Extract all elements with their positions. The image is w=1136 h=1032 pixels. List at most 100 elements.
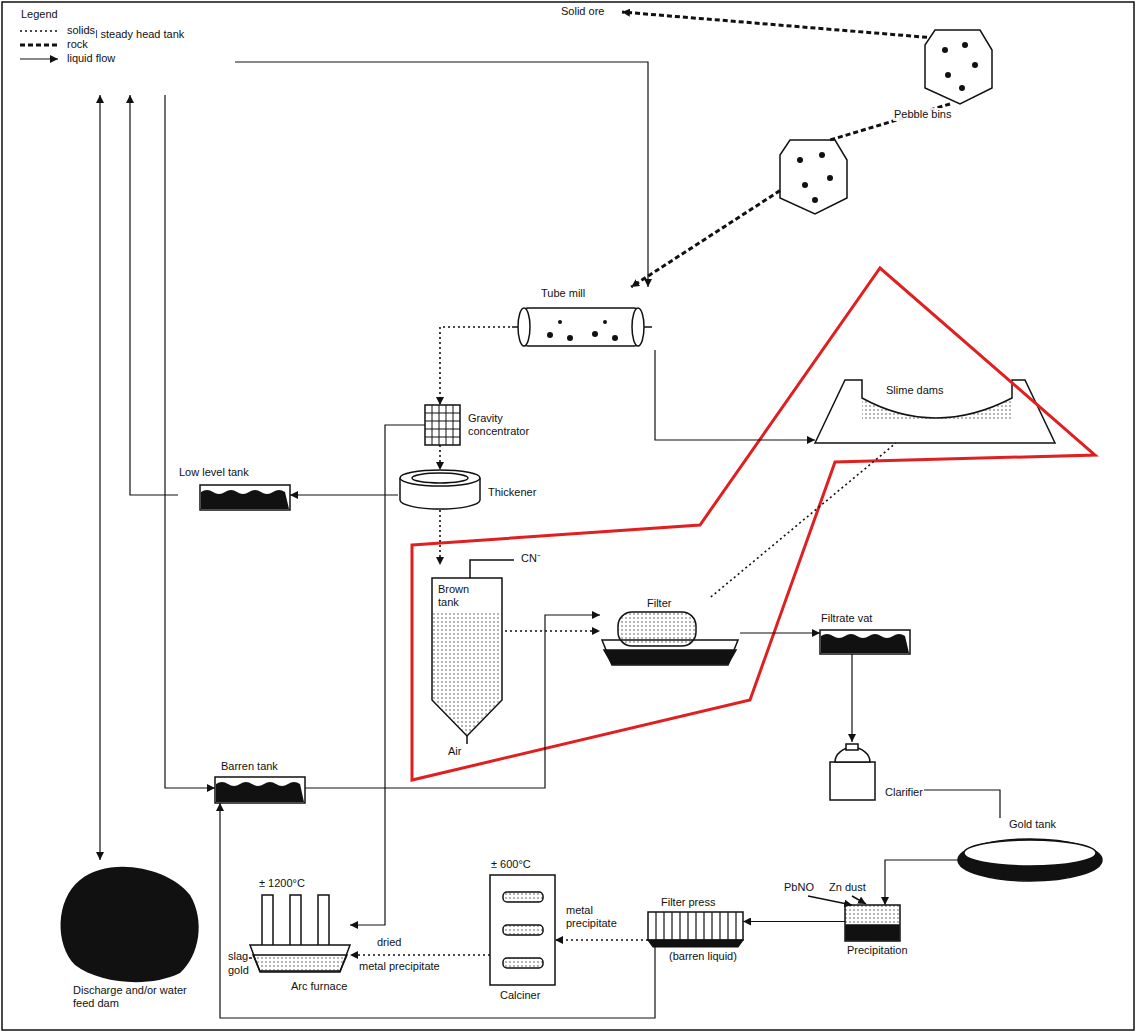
tube-mill-drum (512, 308, 652, 346)
solids-flow (711, 443, 896, 597)
tank-label-box: Brown tank (430, 565, 505, 740)
gold-tank-shape (958, 839, 1102, 881)
liquid-flow (305, 615, 600, 788)
product-label: gold (227, 964, 250, 977)
pebble-bin (780, 30, 992, 214)
mill-label-box: Tube mill (510, 287, 655, 350)
unit-name: Gravity concentrator (467, 412, 543, 438)
air-label: Air (447, 745, 462, 758)
liquid-flow (740, 632, 820, 633)
unit-name: Filter press (660, 896, 716, 909)
legend-text: liquid flow (66, 52, 116, 65)
tank-label-box: Filtrate vat (820, 612, 910, 654)
solids-flow (505, 630, 600, 632)
thickener-tank (400, 470, 480, 509)
filter-box: Filter (600, 597, 740, 665)
rock-flow (631, 191, 780, 287)
liquid-flow (99, 95, 100, 860)
feed-label: Solid ore (560, 5, 605, 18)
liquid-flow (290, 494, 398, 495)
low-level-tank-shape (200, 485, 290, 510)
unit-name: Precipitation (846, 944, 909, 957)
liquid-flow (220, 803, 655, 1018)
precipitation-tank (808, 896, 900, 941)
filtrate-vat-shape (820, 630, 910, 654)
liquid-flow (165, 95, 215, 788)
unit-name: Tube mill (540, 287, 586, 300)
highlight-outline (412, 268, 1095, 780)
clarifier-box: Clarifier (825, 742, 924, 802)
liquid-flow (743, 921, 845, 922)
liquid-flow (130, 95, 178, 495)
legend-sample (20, 54, 60, 64)
thickener-box: Thickener (398, 470, 537, 510)
liquid-flow (851, 654, 852, 742)
flow-note: (barren liquid) (668, 950, 738, 963)
legend-row: solids (20, 24, 116, 38)
calciner-shape (490, 875, 555, 985)
flow-note: dried (376, 936, 402, 949)
reagent-label: Zn dust (828, 881, 867, 894)
tank-label-box: Low level tank (178, 466, 290, 510)
dam-label-box: Slime dams (815, 378, 1055, 443)
dam-label-box: Discharge and/or water feed dam (60, 860, 202, 1010)
calciner-box: Calciner (490, 875, 555, 1002)
legend: solidsrockliquid flow (20, 24, 116, 66)
filter-press-shape (648, 912, 743, 947)
legend-row: rock (20, 38, 116, 52)
unit-name: Filter (646, 597, 672, 610)
barren-tank-shape (215, 777, 305, 803)
product-label: slag (227, 950, 249, 963)
press-box: Filter press (648, 896, 743, 947)
tank-label-box: Barren tank (215, 760, 305, 803)
liquid-flow (235, 62, 648, 287)
unit-name: Slime dams (885, 384, 944, 397)
concentrator-grid (425, 405, 460, 445)
unit-name: Pebble bins (893, 108, 953, 121)
unit-name: Calciner (499, 989, 541, 1002)
legend-text: rock (66, 38, 89, 51)
tank-label-box: Gold tank (958, 818, 1103, 881)
flow-note: metal precipitate (565, 904, 639, 930)
liquid-flow (885, 860, 958, 905)
flow-note: metal precipitate (358, 960, 441, 973)
temperature-label: ± 1200°C (258, 877, 306, 890)
unit-name: Clarifier (884, 786, 924, 799)
unit-name: Discharge and/or water feed dam (72, 984, 202, 1010)
liquid-flow (350, 425, 425, 925)
solids-flow (350, 954, 490, 956)
liquid-flow (924, 790, 1000, 818)
concentrator-box: Gravity concentrator (425, 405, 543, 445)
unit-name: Thickener (487, 486, 537, 499)
unit-name: Barren tank (220, 760, 279, 773)
furnace-box: Arc furnace (250, 895, 350, 993)
arc-furnace-shape (242, 895, 350, 972)
filter-drum (602, 612, 738, 665)
solids-flow (555, 939, 648, 941)
clarifier-shape (830, 744, 875, 800)
unit-name: Gold tank (1008, 818, 1057, 831)
reagent-label: PbNO (783, 881, 815, 894)
temperature-label: ± 600°C (490, 858, 532, 871)
bin-label-box: Pebble bins (780, 30, 992, 214)
unit-name: Filtrate vat (820, 612, 873, 625)
reagent-label: CN⁻ (520, 552, 542, 565)
dam-blob (61, 867, 199, 983)
legend-sample (20, 26, 60, 36)
ore-feed (622, 12, 935, 38)
unit-name: Brown tank (437, 583, 483, 609)
solids-flow (439, 445, 441, 470)
solids-flow (440, 327, 510, 405)
liquid-flow (655, 350, 815, 440)
legend-row: liquid flow (20, 52, 116, 66)
solids-flow (439, 510, 441, 565)
legend-heading: Legend (20, 8, 59, 21)
legend-sample (20, 40, 60, 50)
tank-label-box: Precipitation (845, 905, 909, 957)
unit-name: Low level tank (178, 466, 250, 479)
unit-name: Arc furnace (290, 980, 348, 993)
brown-tank-shape (432, 560, 514, 744)
